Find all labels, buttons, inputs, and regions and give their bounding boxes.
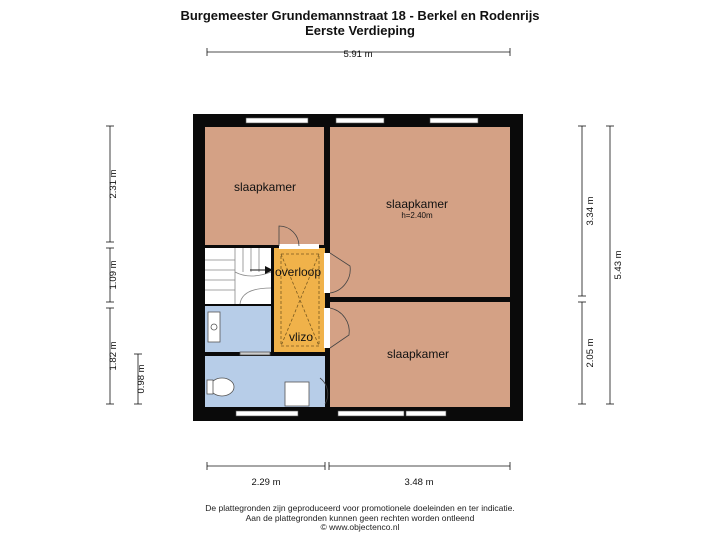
stairs xyxy=(205,248,272,305)
landing-void-lines xyxy=(280,253,320,347)
dim-top-total: 5.91 m xyxy=(343,49,372,60)
floor-subtitle: Eerste Verdieping xyxy=(305,23,415,38)
label-ceiling-height: h=2.40m xyxy=(401,211,433,220)
label-overloop: overloop xyxy=(275,265,321,279)
label-slaapkamer-3: slaapkamer xyxy=(387,347,449,361)
room-slaapkamer-1 xyxy=(205,127,324,245)
dimension-lines xyxy=(106,48,614,470)
footer-copyright: © www.objectenco.nl xyxy=(320,522,400,532)
dim-bottom-right: 3.48 m xyxy=(404,477,433,488)
dim-right-upper: 3.34 m xyxy=(585,196,596,225)
page-title: Burgemeester Grundemannstraat 18 - Berke… xyxy=(180,8,540,23)
door-opening-3 xyxy=(324,308,330,348)
dim-left-middle: 1.09 m xyxy=(108,260,119,289)
stair-arrow-icon xyxy=(265,266,273,274)
door-opening-2 xyxy=(324,253,330,293)
label-slaapkamer-2: slaapkamer xyxy=(386,197,448,211)
dim-left-inner: 0.98 m xyxy=(136,364,147,393)
dim-right-total: 5.43 m xyxy=(613,250,624,279)
dim-left-lower: 1.82 m xyxy=(108,341,119,370)
room-slaapkamer-2 xyxy=(330,127,510,297)
dim-left-upper: 2.31 m xyxy=(108,169,119,198)
label-slaapkamer-1: slaapkamer xyxy=(234,180,296,194)
dim-bottom-left: 2.29 m xyxy=(251,477,280,488)
stairwell xyxy=(205,248,271,304)
room-slaapkamer-3 xyxy=(330,302,510,407)
windows xyxy=(235,117,479,417)
room-overloop xyxy=(274,248,325,352)
footer-disclaimer-1: De plattegronden zijn geproduceerd voor … xyxy=(205,503,515,513)
label-vlizo: vlizo xyxy=(289,330,313,344)
door-opening-1 xyxy=(279,244,319,249)
bathroom-fixtures xyxy=(206,311,310,407)
dim-right-lower: 2.05 m xyxy=(585,338,596,367)
door-swings xyxy=(278,225,351,405)
footer-disclaimer-2: Aan de plattegronden kunnen geen rechten… xyxy=(245,513,475,523)
